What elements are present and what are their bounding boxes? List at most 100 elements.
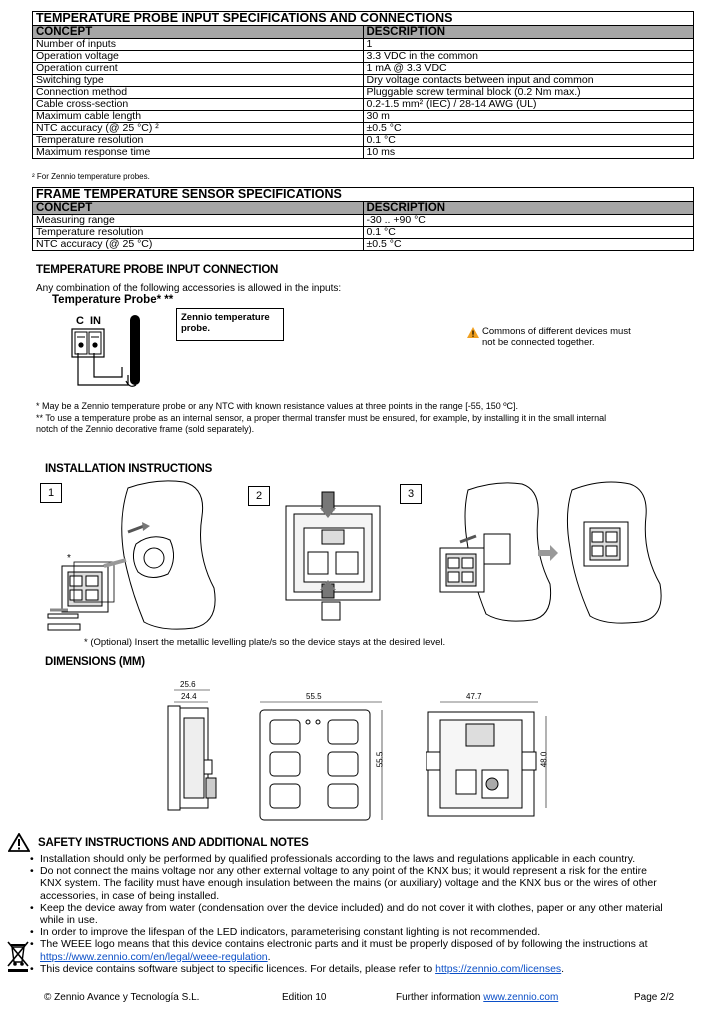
probe-title: Temperature Probe* **	[52, 294, 174, 306]
warning-line: Commons of different devices must	[482, 326, 631, 337]
footer-edition: Edition 10	[282, 992, 327, 1003]
licence-text: This device contains software subject to…	[40, 962, 436, 975]
step3-illustration	[439, 481, 662, 624]
bullet-line: KNX system. The facility must have enoug…	[40, 877, 657, 890]
footer-further: Further information www.zennio.com	[396, 992, 558, 1003]
terminal-block-drawing	[71, 315, 140, 387]
warning-line: not be connected together.	[482, 337, 595, 348]
row-description: 0.2-1.5 mm² (IEC) / 28-14 AWG (UL)	[362, 98, 694, 111]
col-description: DESCRIPTION	[362, 201, 694, 215]
probe-heading: TEMPERATURE PROBE INPUT CONNECTION	[36, 264, 279, 276]
bullet-line: Keep the device away from water (condens…	[40, 901, 663, 914]
period: .	[267, 950, 271, 963]
installation-note: * (Optional) Insert the metallic levelli…	[84, 637, 446, 648]
bullet-line: The WEEE logo means that this device con…	[40, 938, 648, 951]
row-concept: Measuring range	[32, 214, 364, 227]
row-description: 10 ms	[362, 146, 694, 159]
front-view-drawing	[259, 701, 383, 821]
probe-callout-box: Zennio temperature probe.	[176, 308, 284, 341]
terminal-in-label: IN	[90, 315, 101, 327]
safety-list: Installation should only be performed by…	[30, 853, 692, 975]
row-concept: Number of inputs	[32, 38, 364, 51]
list-item: Installation should only be performed by…	[30, 853, 692, 865]
frame-spec-title: FRAME TEMPERATURE SENSOR SPECIFICATIONS	[32, 187, 694, 202]
dim-side-outer: 25.6	[180, 680, 196, 689]
table-row: NTC accuracy (@ 25 °C) ²±0.5 °C	[32, 122, 694, 135]
dim-front-height: 55.5	[375, 751, 385, 768]
probe-intro: Any combination of the following accesso…	[36, 283, 342, 294]
dim-back-width: 47.7	[466, 692, 482, 701]
zennio-website-link[interactable]: www.zennio.com	[483, 992, 559, 1003]
side-view-drawing	[167, 689, 217, 811]
input-spec-title: TEMPERATURE PROBE INPUT SPECIFICATIONS A…	[32, 11, 694, 26]
dim-front-width: 55.5	[306, 692, 322, 701]
warning-triangle-icon	[8, 833, 30, 852]
row-concept: NTC accuracy (@ 25 °C)	[32, 238, 364, 251]
bullet-line: while in use.	[40, 914, 98, 927]
row-concept: Maximum response time	[32, 146, 364, 159]
weee-bin-icon	[7, 941, 29, 972]
dimensions-heading: DIMENSIONS (MM)	[45, 656, 145, 668]
row-concept: Connection method	[32, 86, 364, 99]
dim-back-height: 48.0	[539, 751, 549, 768]
row-concept: NTC accuracy (@ 25 °C) ²	[32, 122, 364, 135]
row-concept: Switching type	[32, 74, 364, 87]
row-description: Dry voltage contacts between input and c…	[362, 74, 694, 87]
footer-company: © Zennio Avance y Tecnología S.L.	[44, 992, 200, 1003]
bullet-line: Do not connect the mains voltage nor any…	[40, 865, 648, 878]
list-item: Do not connect the mains voltage nor any…	[30, 865, 692, 902]
frame-spec-table: FRAME TEMPERATURE SENSOR SPECIFICATIONS …	[32, 187, 694, 251]
back-view-drawing	[426, 701, 547, 817]
warning-text: Commons of different devices must not be…	[482, 326, 631, 348]
safety-heading: SAFETY INSTRUCTIONS AND ADDITIONAL NOTES	[38, 837, 309, 849]
row-description: 3.3 VDC in the common	[362, 50, 694, 63]
probe-note: ** To use a temperature probe as an inte…	[36, 412, 607, 423]
warning-icon	[467, 327, 479, 338]
dim-side-inner: 24.4	[181, 692, 197, 701]
row-concept: Operation current	[32, 62, 364, 75]
col-concept: CONCEPT	[32, 201, 364, 215]
col-concept: CONCEPT	[32, 25, 364, 39]
weee-link[interactable]: https://www.zennio.com/en/legal/weee-reg…	[40, 950, 268, 963]
list-item: Keep the device away from water (condens…	[30, 902, 692, 926]
terminal-c-label: C	[76, 315, 84, 327]
row-description: ±0.5 °C	[362, 122, 694, 135]
row-description: 1 mA @ 3.3 VDC	[362, 62, 694, 75]
input-spec-table: TEMPERATURE PROBE INPUT SPECIFICATIONS A…	[32, 11, 694, 159]
row-concept: Temperature resolution	[32, 226, 364, 239]
row-concept: Maximum cable length	[32, 110, 364, 123]
probe-note: * May be a Zennio temperature probe or a…	[36, 401, 519, 411]
col-description: DESCRIPTION	[362, 25, 694, 39]
probe-note: notch of the Zennio decorative frame (so…	[36, 424, 255, 434]
probe-notes: * May be a Zennio temperature probe or a…	[36, 401, 606, 436]
licenses-link[interactable]: https://zennio.com/licenses	[435, 962, 562, 975]
step-number: 2	[248, 486, 270, 506]
step2-illustration	[285, 491, 381, 621]
list-item: In order to improve the lifespan of the …	[30, 926, 692, 938]
step1-illustration	[47, 480, 216, 631]
list-item: This device contains software subject to…	[30, 963, 692, 975]
footer-further-label: Further information	[396, 992, 484, 1003]
row-concept: Cable cross-section	[32, 98, 364, 111]
row-description: 0.1 °C	[362, 226, 694, 239]
list-item: The WEEE logo means that this device con…	[30, 938, 692, 962]
period: .	[561, 962, 565, 975]
step-number: 1	[40, 483, 62, 503]
row-description: Pluggable screw terminal block (0.2 Nm m…	[362, 86, 694, 99]
row-description: 30 m	[362, 110, 694, 123]
table-row: Measuring range-30 .. +90 °C	[32, 214, 694, 227]
table-row: NTC accuracy (@ 25 °C)±0.5 °C	[32, 238, 694, 251]
row-description: -30 .. +90 °C	[362, 214, 694, 227]
row-concept: Temperature resolution	[32, 134, 364, 147]
probe-diagram: C IN	[68, 307, 168, 395]
step-number: 3	[400, 484, 422, 504]
